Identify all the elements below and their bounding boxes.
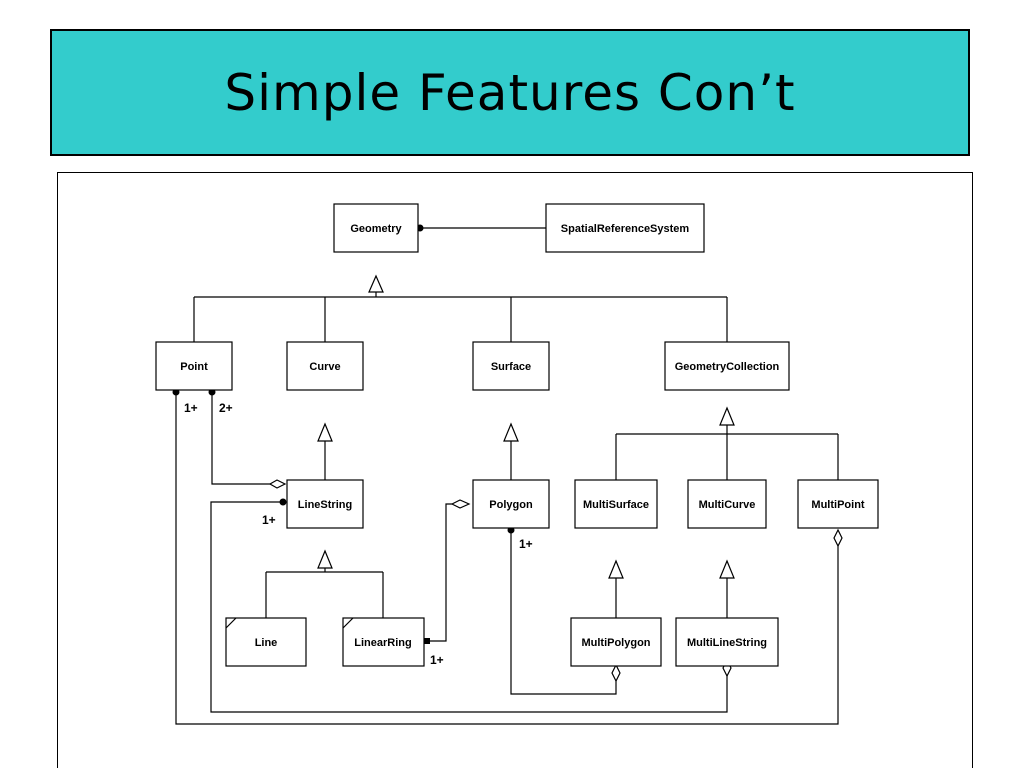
class-curve-label: Curve xyxy=(309,361,340,373)
multiplicity-point-right: 2+ xyxy=(219,401,233,415)
class-linestring: LineString xyxy=(286,479,364,529)
class-srs-label: SpatialReferenceSystem xyxy=(561,223,690,235)
class-linestring-label: LineString xyxy=(298,499,352,511)
slide-title: Simple Features Con’t xyxy=(224,63,796,122)
class-geometry: Geometry xyxy=(333,203,419,253)
multiplicity-polygon: 1+ xyxy=(519,537,533,551)
class-point: Point xyxy=(155,341,233,391)
association-square-linearring xyxy=(424,638,430,644)
inheritance-triangle-surface xyxy=(503,422,519,442)
class-multisurface: MultiSurface xyxy=(574,479,658,529)
diagram-frame xyxy=(57,172,973,768)
class-spatialreferencesystem: SpatialReferenceSystem xyxy=(545,203,705,253)
edge-point-linestring-aggregation xyxy=(211,392,270,485)
inheritance-triangle-geometry xyxy=(368,274,384,293)
class-multipolygon: MultiPolygon xyxy=(570,617,662,667)
class-multipoint: MultiPoint xyxy=(797,479,879,529)
class-point-label: Point xyxy=(180,361,208,373)
class-geometrycollection-label: GeometryCollection xyxy=(675,361,780,373)
edge-linearring-polygon-aggregation xyxy=(427,503,452,642)
aggregation-diamond-polygon xyxy=(450,499,471,509)
class-multicurve: MultiCurve xyxy=(687,479,767,529)
class-geometrycollection: GeometryCollection xyxy=(664,341,790,391)
multiplicity-point-left: 1+ xyxy=(184,401,198,415)
inheritance-triangle-multisurface xyxy=(608,559,624,579)
edge-linestring-multilinestring-aggregation xyxy=(210,501,728,713)
class-polygon-label: Polygon xyxy=(489,499,533,511)
class-surface-label: Surface xyxy=(491,361,531,373)
class-surface: Surface xyxy=(472,341,550,391)
class-curve: Curve xyxy=(286,341,364,391)
class-multipolygon-label: MultiPolygon xyxy=(581,637,650,649)
inheritance-triangle-curve xyxy=(317,422,333,442)
aggregation-diamond-multipolygon xyxy=(611,663,621,683)
edge-point-multipoint-aggregation xyxy=(175,392,839,725)
multiplicity-linearring: 1+ xyxy=(430,653,444,667)
aggregation-diamond-multipoint xyxy=(833,528,843,548)
class-multilinestring-label: MultiLineString xyxy=(687,637,767,649)
inheritance-triangle-linestring xyxy=(317,549,333,569)
aggregation-diamond-linestring xyxy=(268,479,287,489)
class-geometry-label: Geometry xyxy=(350,223,402,235)
class-multicurve-label: MultiCurve xyxy=(699,499,756,511)
class-multisurface-label: MultiSurface xyxy=(583,499,649,511)
inheritance-triangle-multicurve xyxy=(719,559,735,579)
multiplicity-linestring: 1+ xyxy=(262,513,276,527)
class-linearring-label: LinearRing xyxy=(354,637,411,649)
edge-polygon-multipolygon-aggregation xyxy=(510,530,617,695)
class-multilinestring: MultiLineString xyxy=(675,617,779,667)
class-polygon: Polygon xyxy=(472,479,550,529)
inheritance-triangle-geometrycollection xyxy=(719,406,735,426)
class-line: Line xyxy=(225,617,307,667)
association-dot-linestring xyxy=(279,498,287,506)
class-multipoint-label: MultiPoint xyxy=(811,499,864,511)
class-line-label: Line xyxy=(255,637,278,649)
class-linearring: LinearRing xyxy=(342,617,425,667)
slide-title-box: Simple Features Con’t xyxy=(50,29,970,156)
